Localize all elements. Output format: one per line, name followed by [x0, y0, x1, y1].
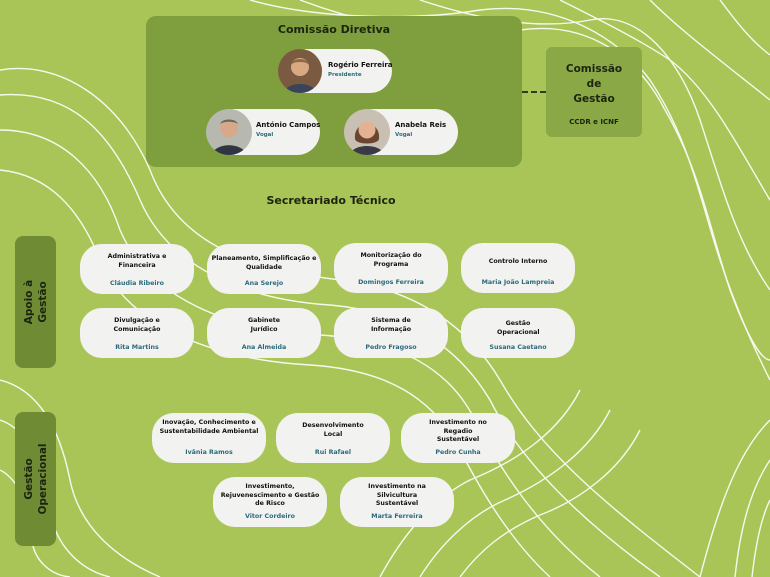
unit-title: Administrativa e Financeira [107, 253, 167, 269]
apoio-gestao-sidebar [15, 236, 56, 368]
unit-title: Desenvolvimento Local [302, 422, 364, 438]
unit-controlo-interno: Controlo Interno Maria João Lampreia [461, 243, 575, 293]
unit-title: Investimento na Silvicultura Sustentável [368, 483, 426, 507]
presidente-role: Presidente [328, 72, 362, 78]
vogal-name-1: António Campos [256, 121, 321, 129]
unit-responsible: Pedro Fragoso [365, 344, 417, 351]
unit-responsible: Vitor Cordeiro [245, 513, 295, 520]
unit-divulgacao: Divulgação e Comunicação Rita Martins [80, 308, 194, 358]
unit-planeamento: Planeamento, Simplificação e Qualidade A… [207, 244, 321, 294]
unit-monitorizacao: Monitorização do Programa Domingos Ferre… [334, 243, 448, 293]
gestao-operacional-label-line: Gestão [23, 458, 35, 500]
unit-responsible: Ivânia Ramos [185, 449, 233, 456]
vogal-role-2: Vogal [395, 132, 413, 138]
unit-silvicultura: Investimento na Silvicultura Sustentável… [340, 477, 454, 527]
unit-responsible: Maria João Lampreia [481, 279, 555, 286]
unit-title: Sistema de Informação [370, 317, 412, 333]
unit-responsible: Domingos Ferreira [358, 279, 424, 286]
connector-line [522, 91, 546, 93]
unit-desenvolvimento-local: Desenvolvimento Local Rui Rafael [276, 413, 390, 463]
unit-investimento-risco: Investimento, Rejuvenescimento e Gestão … [213, 477, 327, 527]
avatar [278, 49, 322, 93]
unit-title: Gestão Operacional [497, 320, 540, 336]
comissao-gestao-title: Comissão de Gestão [546, 62, 642, 107]
apoio-gestao-label: Apoio à Gestão [22, 252, 50, 352]
gestao-operacional-label-line: Operacional [37, 443, 49, 515]
unit-title: Inovação, Conhecimento e Sustentabilidad… [159, 419, 259, 435]
apoio-gestao-label-line: Gestão [37, 281, 49, 323]
unit-responsible: Cláudia Ribeiro [110, 280, 164, 287]
unit-responsible: Rita Martins [115, 344, 159, 351]
unit-regadio: Investimento no Regadio Sustentável Pedr… [401, 413, 515, 463]
unit-responsible: Marta Ferreira [371, 513, 423, 520]
apoio-gestao-label-line: Apoio à [23, 279, 35, 325]
unit-sistema-informacao: Sistema de Informação Pedro Fragoso [334, 308, 448, 358]
presidente-name: Rogério Ferreira [328, 61, 393, 69]
comissao-diretiva-title: Comissão Diretiva [277, 23, 391, 36]
unit-title: Planeamento, Simplificação e Qualidade [211, 255, 317, 271]
unit-responsible: Pedro Cunha [435, 449, 481, 456]
unit-title: Investimento, Rejuvenescimento e Gestão … [220, 483, 320, 507]
comissao-gestao-title-line: Gestão [573, 93, 615, 105]
vogal-name-2: Anabela Reis [395, 121, 447, 129]
vogal-role-1: Vogal [256, 132, 274, 138]
unit-gestao-operacional: Gestão Operacional Susana Caetano [461, 308, 575, 358]
comissao-gestao-title-line: Comissão [565, 63, 623, 75]
comissao-gestao-panel [546, 47, 642, 137]
unit-title: Divulgação e Comunicação [113, 317, 161, 333]
secretariado-title: Secretariado Técnico [266, 194, 396, 207]
unit-responsible: Ana Serejo [244, 280, 284, 287]
unit-title: Controlo Interno [488, 258, 548, 265]
unit-gabinete-juridico: Gabinete Jurídico Ana Almeida [207, 308, 321, 358]
unit-responsible: Rui Rafael [314, 449, 352, 456]
unit-inovacao: Inovação, Conhecimento e Sustentabilidad… [152, 413, 266, 463]
avatar [206, 109, 252, 155]
gestao-operacional-sidebar [15, 412, 56, 546]
unit-administrativa-financeira: Administrativa e Financeira Cláudia Ribe… [80, 244, 194, 294]
unit-responsible: Susana Caetano [489, 344, 547, 351]
comissao-gestao-title-line: de [586, 78, 602, 90]
unit-title: Monitorização do Programa [360, 252, 422, 268]
comissao-gestao-subtitle: CCDR e ICNF [569, 118, 619, 126]
unit-responsible: Ana Almeida [241, 344, 287, 351]
unit-title: Gabinete Jurídico [247, 317, 281, 333]
avatar [344, 109, 390, 155]
unit-title: Investimento no Regadio Sustentável [429, 419, 487, 443]
gestao-operacional-label: Gestão Operacional [22, 429, 50, 529]
